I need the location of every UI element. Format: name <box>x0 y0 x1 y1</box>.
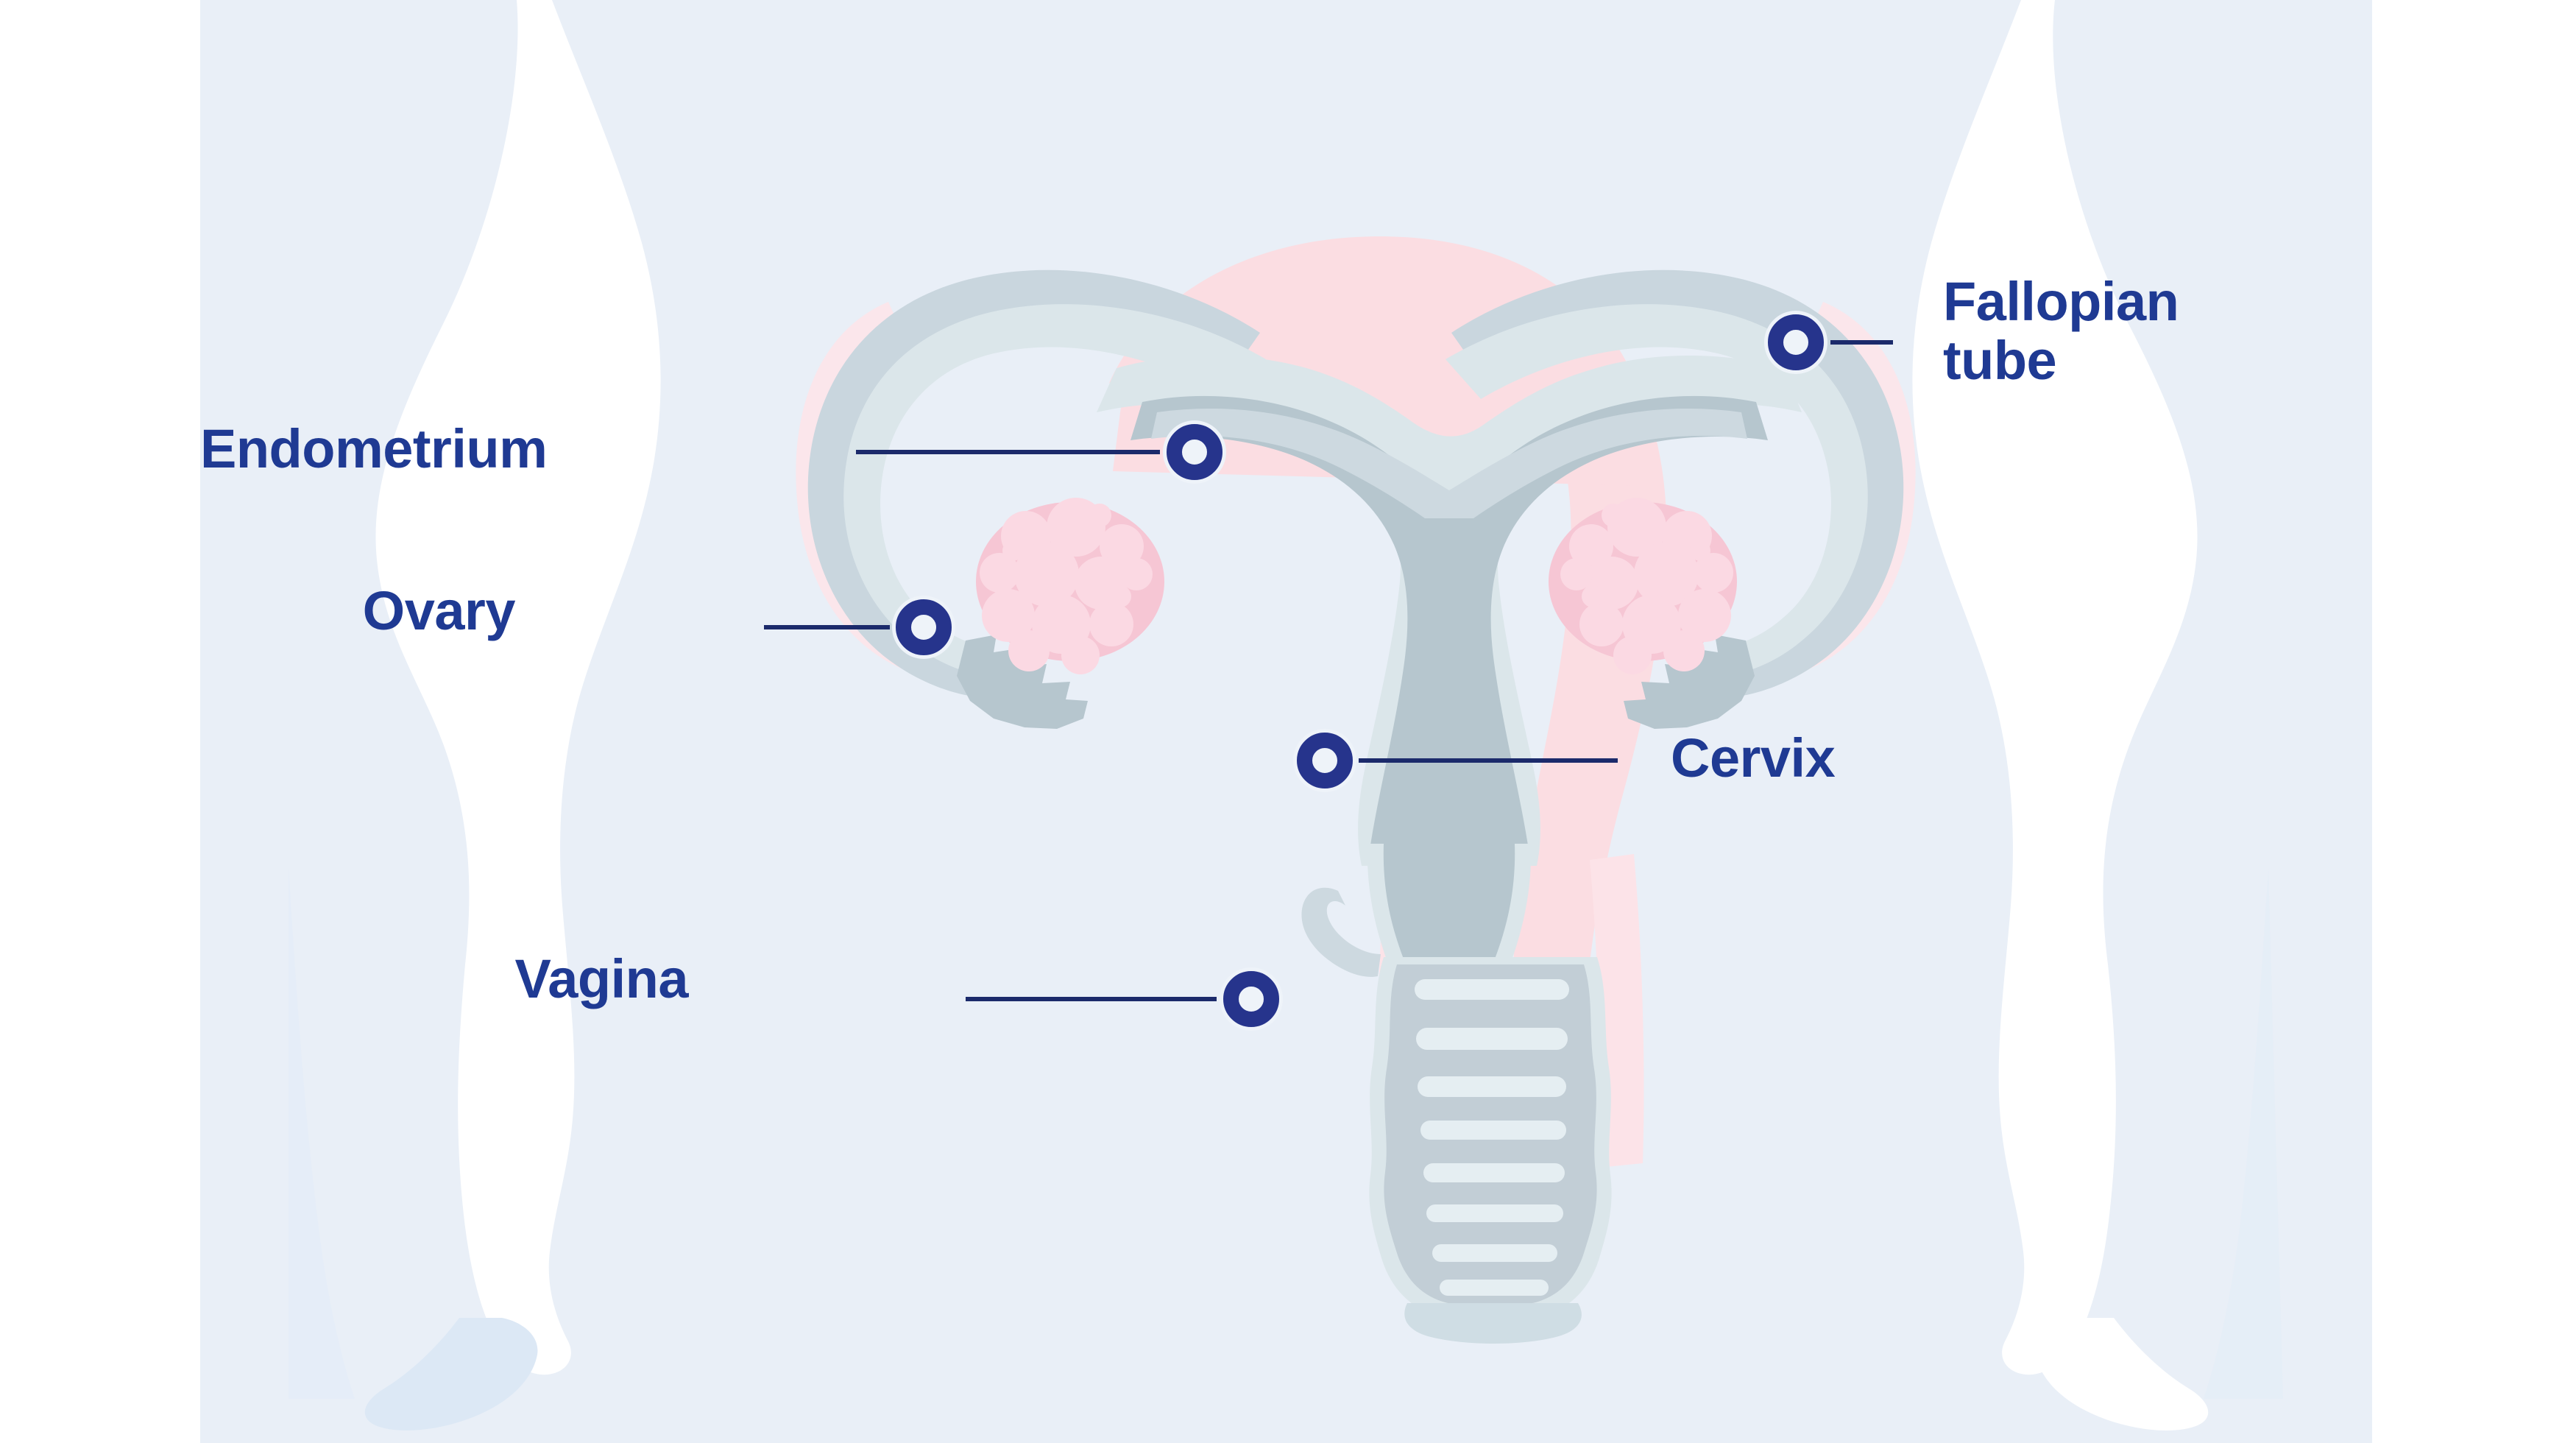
vaginal-canal <box>1369 957 1612 1344</box>
callout-endometrium[interactable] <box>856 420 1226 484</box>
marker-ring-endometrium[interactable] <box>1167 424 1222 480</box>
ovary-right <box>1549 498 1737 674</box>
fallopian-tube-right <box>1446 269 1904 729</box>
body-silhouette <box>200 0 2372 1443</box>
marker-ring-cervix[interactable] <box>1297 733 1353 788</box>
callout-cervix[interactable] <box>1293 729 1618 792</box>
uterus-body <box>1097 355 1802 977</box>
anatomy-illustration <box>200 0 2372 1443</box>
label-endometrium: Endometrium <box>200 420 548 479</box>
callout-fallopian-tube[interactable] <box>1764 311 1893 374</box>
diagram-panel: Fallopian tubeEndometriumOvaryCervixVagi… <box>200 0 2372 1443</box>
label-cervix: Cervix <box>1671 727 1836 788</box>
fallopian-tube-left <box>807 269 1266 729</box>
annotation-layer <box>764 311 1893 1031</box>
ovary-left <box>976 498 1164 674</box>
label-ovary: Ovary <box>362 580 516 641</box>
callout-ovary[interactable] <box>764 596 955 659</box>
marker-ring-ovary[interactable] <box>896 599 952 655</box>
label-fallopian-tube: Fallopian tube <box>1943 271 2179 391</box>
marker-ring-fallopian-tube[interactable] <box>1768 314 1824 370</box>
label-vagina: Vagina <box>514 948 688 1009</box>
callout-vagina[interactable] <box>966 967 1283 1031</box>
marker-ring-vagina[interactable] <box>1223 971 1279 1027</box>
